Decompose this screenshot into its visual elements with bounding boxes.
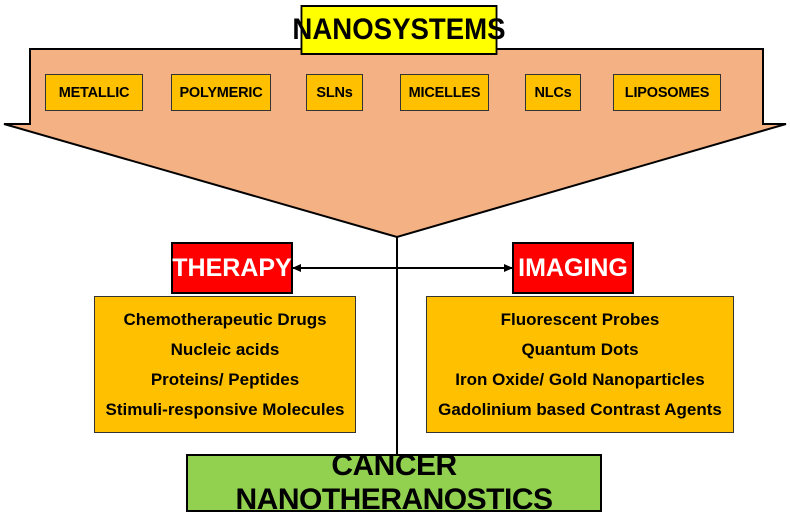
imaging-item: Fluorescent Probes: [500, 309, 660, 329]
title-nanosystems: NANOSYSTEMS: [292, 5, 506, 55]
therapy-item: Nucleic acids: [170, 339, 280, 359]
type-box-metallic: METALLIC: [45, 74, 143, 111]
therapy-item: Chemotherapeutic Drugs: [123, 309, 327, 329]
therapy-label: THERAPY: [171, 242, 293, 294]
imaging-item: Quantum Dots: [521, 339, 639, 359]
imaging-label: IMAGING: [512, 242, 634, 294]
therapy-item: Proteins/ Peptides: [150, 369, 300, 389]
imaging-item: Iron Oxide/ Gold Nanoparticles: [455, 369, 705, 389]
imaging-item: Gadolinium based Contrast Agents: [438, 399, 722, 419]
cancer-nanotheranostics-box: CANCER NANOTHERANOSTICS: [186, 449, 602, 516]
type-box-micelles: MICELLES: [400, 74, 489, 111]
imaging-list: Fluorescent Probes Quantum Dots Iron Oxi…: [426, 296, 734, 433]
type-box-slns: SLNs: [306, 74, 363, 111]
type-box-liposomes: LIPOSOMES: [613, 74, 721, 111]
therapy-list: Chemotherapeutic Drugs Nucleic acids Pro…: [94, 296, 356, 433]
type-box-polymeric: POLYMERIC: [171, 74, 271, 111]
type-box-nlcs: NLCs: [525, 74, 581, 111]
therapy-item: Stimuli-responsive Molecules: [105, 399, 345, 419]
